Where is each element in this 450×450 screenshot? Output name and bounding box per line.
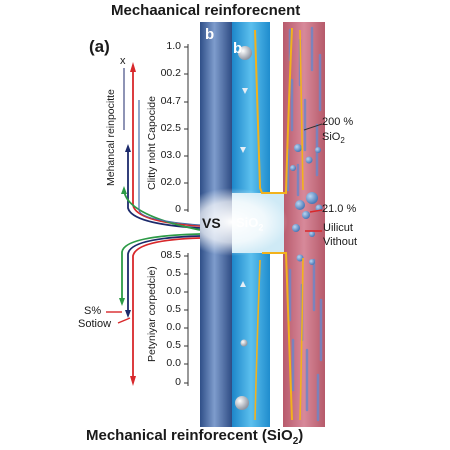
arrowhead-red-lower xyxy=(130,376,136,386)
orange-profile-left-lower xyxy=(262,252,293,421)
panel-label-b-left: b xyxy=(205,26,215,43)
upper-tick-label: 00.2 xyxy=(160,67,181,79)
footer-title-sub: 2 xyxy=(292,436,299,447)
lower-tick-label: 0.5 xyxy=(166,339,181,351)
curve-red-lower xyxy=(132,237,201,378)
upper-tick-label: 02.0 xyxy=(160,176,181,188)
sio2-center-sub: 2 xyxy=(258,222,264,233)
arrowhead-navy-lower xyxy=(125,310,131,318)
legend-sotiow: Sotiow xyxy=(78,318,112,330)
footer-title-close: ) xyxy=(298,427,304,444)
lower-tick-label: 0.5 xyxy=(166,303,181,315)
particle-ball xyxy=(238,46,252,60)
label-sio2-sub: 2 xyxy=(340,136,345,146)
vs-label: VS xyxy=(202,215,221,231)
sio2-center-text: SiO xyxy=(236,215,259,230)
lower-tick-label: 08.5 xyxy=(160,249,181,261)
curve-navy-lower xyxy=(127,235,201,312)
upper-tick-label: 02.5 xyxy=(160,122,181,134)
particle-ball xyxy=(240,339,248,347)
lower-tick-label: 0.0 xyxy=(166,285,181,297)
lower-tick-label: 0.5 xyxy=(166,267,181,279)
label-sio2-right: SiO2 xyxy=(322,131,345,145)
footer-title: Mechanical reinforecent (SiO2) xyxy=(86,427,303,447)
center-glow xyxy=(176,188,288,256)
particle-triangles xyxy=(240,88,248,287)
curve-green-lower xyxy=(121,233,201,300)
curve-green-upper xyxy=(123,189,201,231)
lower-tick-label: 0.0 xyxy=(166,357,181,369)
page-title: Mechaanical reinforecnent xyxy=(111,2,301,19)
lower-axis-label-rotated: Petyniyar corpedcie) xyxy=(146,266,158,362)
axis-ticks xyxy=(184,46,188,384)
lower-tick-label: 0 xyxy=(175,376,181,388)
upper-title-rotated: Mehancal reinpocitte xyxy=(105,89,117,186)
arrowhead-navy xyxy=(125,144,131,152)
panel-label-a: (a) xyxy=(89,37,110,56)
upper-axis-label-rotated: Clitty noht Capocide xyxy=(146,96,158,190)
orange-profile-right xyxy=(299,29,304,421)
pointer-200 xyxy=(303,123,323,131)
sio2-center-label: SiO2 xyxy=(236,215,263,233)
pointer-21 xyxy=(309,209,323,213)
upper-tick-label: 03.0 xyxy=(160,149,181,161)
arrowhead-red xyxy=(130,62,136,72)
footer-title-text: Mechanical reinforecent (SiO xyxy=(86,427,293,444)
particle-ball xyxy=(235,396,249,410)
panel-label-b-right: b xyxy=(233,40,243,57)
lower-tick-label: 0.0 xyxy=(166,321,181,333)
pink-zone-bubbles xyxy=(290,144,323,265)
legend-sotiow-pointer xyxy=(117,317,131,324)
orange-profile-left xyxy=(254,27,293,194)
arrowhead-green xyxy=(121,186,127,194)
curve-blue-upper xyxy=(138,100,201,226)
label-vithout: Vithout xyxy=(323,236,358,248)
label-uilicut: Uilicut xyxy=(323,222,353,234)
x-marker-label: x xyxy=(120,55,126,67)
label-200-percent: 200 % xyxy=(322,116,354,128)
upper-tick-label: 1.0 xyxy=(166,40,181,52)
orange-profile-inner xyxy=(254,259,261,421)
arrowhead-green-lower xyxy=(119,298,125,306)
upper-tick-label: 0 xyxy=(175,203,181,215)
label-sio2-text: SiO xyxy=(322,131,341,143)
upper-tick-label: 04.7 xyxy=(160,95,181,107)
label-21-percent: 21.0 % xyxy=(322,203,357,215)
legend-s: S% xyxy=(84,305,102,317)
